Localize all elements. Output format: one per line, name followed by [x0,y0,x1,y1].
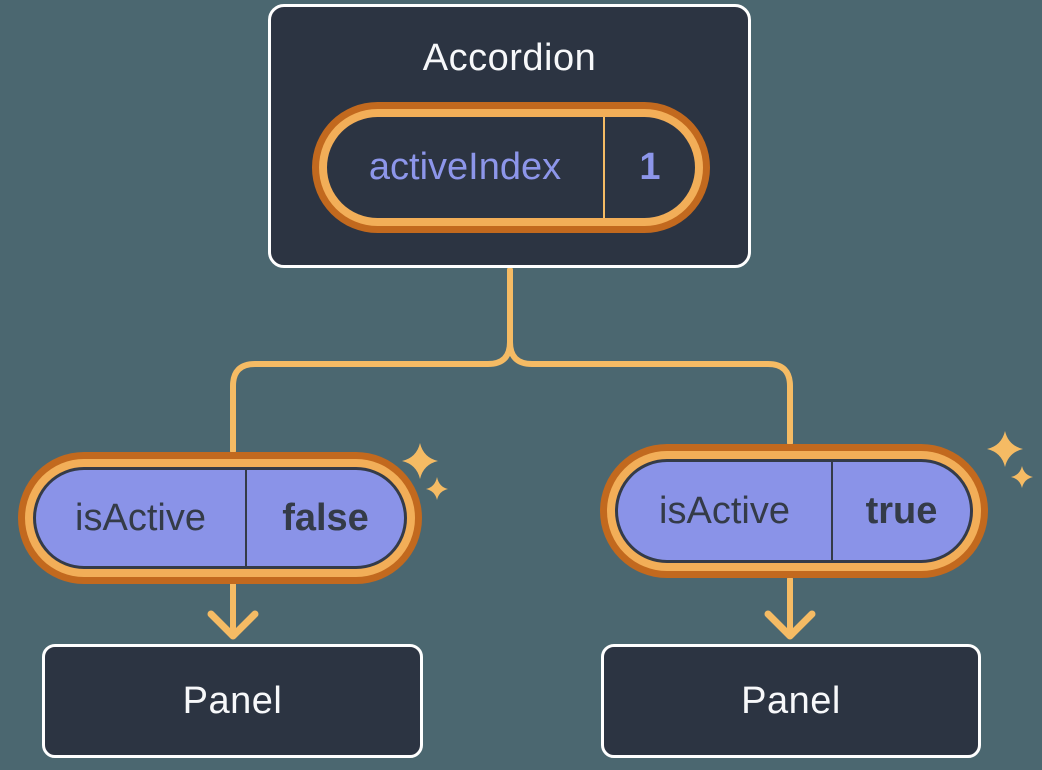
prop-name-label: isActive [75,496,206,539]
panel-node-left: Panel [42,644,423,758]
sparkle-icon [1011,466,1033,488]
component-title: Accordion [422,37,597,79]
prop-name-label: isActive [659,489,790,532]
pill-divider [245,470,247,566]
arrow-down-right-head-icon [764,610,816,640]
prop-value: true [865,489,938,532]
panel-node-right: Panel [601,644,981,758]
prop-value: false [282,496,369,539]
state-value: 1 [639,146,661,188]
sparkle-icon [402,443,438,479]
arrow-down-left-head-icon [207,610,259,640]
panel-title: Panel [741,679,841,722]
panel-title: Panel [182,679,283,722]
connector-left [230,267,513,454]
pill-divider [831,462,833,560]
pill-divider [603,117,605,218]
connector-right [507,267,793,446]
prop-pill-right: isActive true [600,444,988,578]
sparkle-icon [987,431,1023,467]
sparkle-icon [426,477,448,500]
accordion-component-node: Accordion activeIndex 1 [268,4,751,268]
prop-pill-left: isActive false [18,452,422,584]
state-name-label: activeIndex [368,146,562,188]
state-pill: activeIndex 1 [312,102,710,233]
